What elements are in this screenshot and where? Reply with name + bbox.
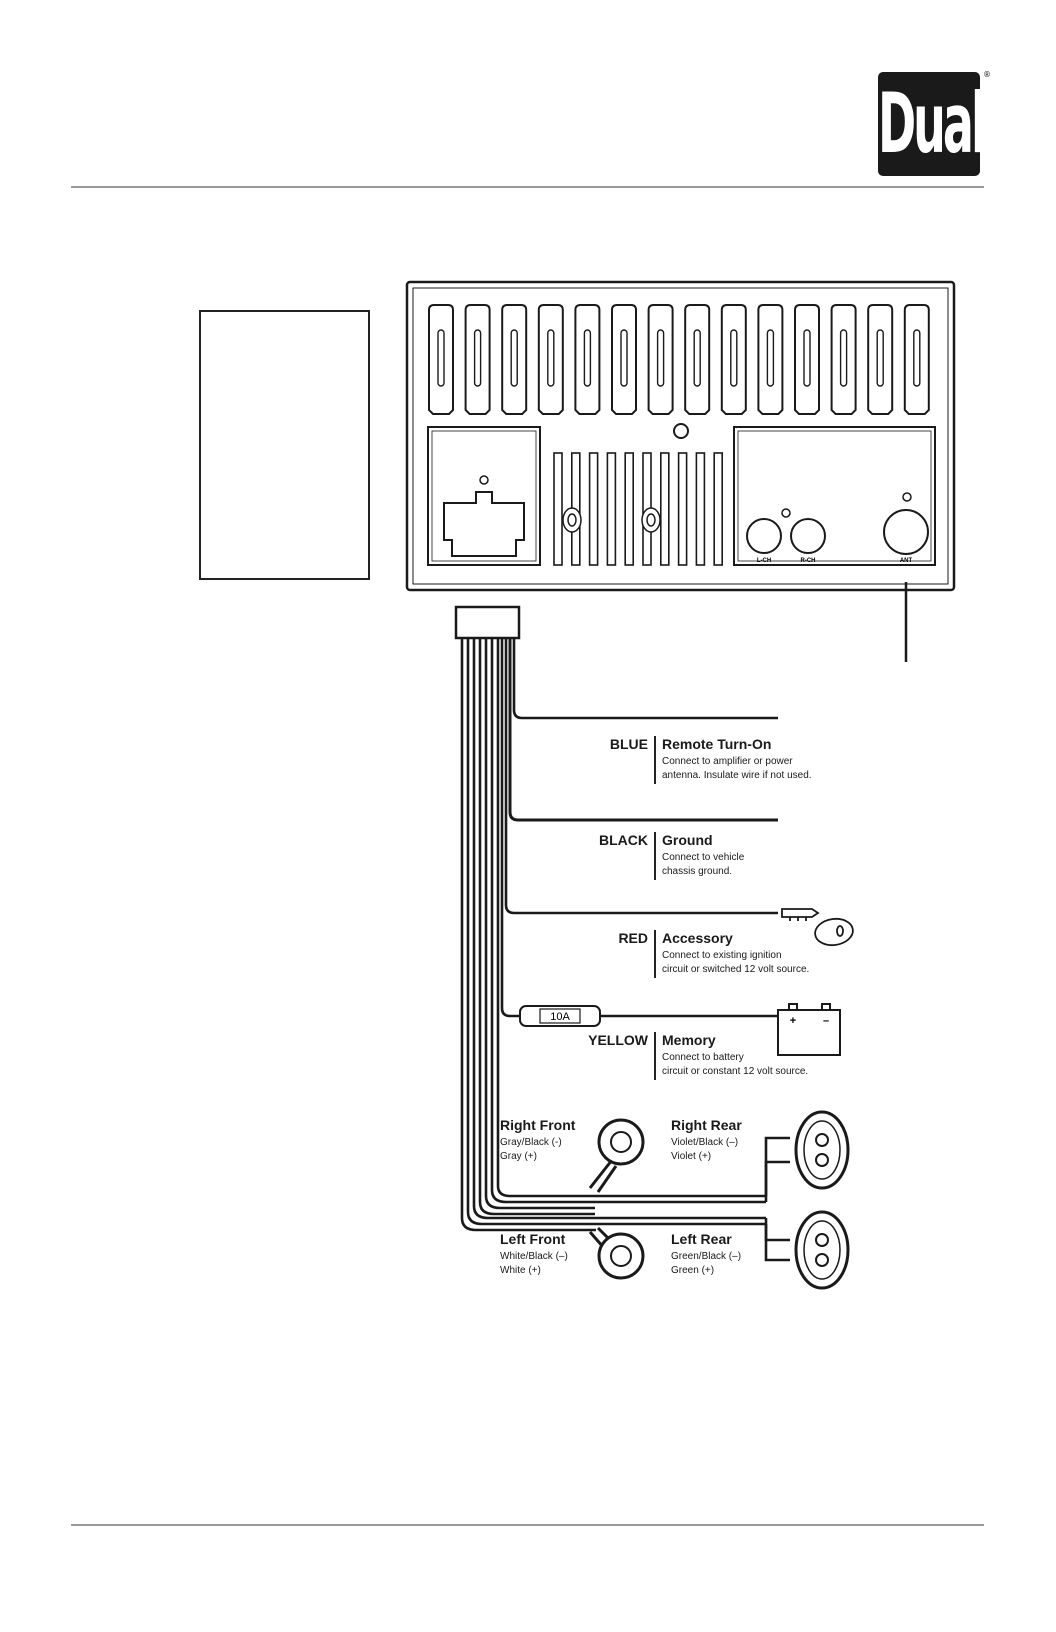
speaker-positive-right-front: Gray (+) [500,1151,537,1162]
antenna-jack-icon [883,509,929,555]
speaker-title-right-front: Right Front [500,1117,576,1133]
wire-desc-remote: Connect to amplifier or power antenna. I… [662,756,812,781]
label-separator [654,832,656,880]
heat-sink-fin [611,304,637,415]
speaker-title-left-rear: Left Rear [671,1231,732,1247]
wire-function-memory: Memory [662,1032,716,1048]
bottom-rule [71,1524,984,1526]
jack-label-rch: R-CH [801,558,816,564]
fuse-icon [519,1005,601,1027]
vent-slat [659,452,670,566]
heat-sink-fin [647,304,674,415]
heat-sink-fin [464,304,491,415]
registered-mark: ® [983,70,991,79]
heat-sink-fin [867,304,894,415]
wire-desc-accessory: Connect to existing ignition circuit or … [662,950,810,975]
jack-label-ant: ANT [900,558,913,564]
fuse-label: 10A [550,1011,570,1023]
wire-color-yellow: YELLOW [588,1032,648,1048]
speaker-positive-left-front: White (+) [500,1265,541,1276]
wire-function-ground: Ground [662,832,713,848]
heat-sink-fin [537,304,564,415]
vent-slat [713,452,724,566]
top-rule [71,186,984,188]
heat-sink-fin [684,304,711,415]
vent-slat [677,452,688,566]
right-rear-speaker-icon [794,1110,850,1190]
battery-plus: + [790,1015,796,1027]
vent-slat [606,452,617,566]
blank-panel [199,310,370,580]
heat-sink-fin [720,304,747,415]
speaker-negative-right-rear: Violet/Black (–) [671,1137,739,1148]
vent-slat [695,452,706,566]
battery-icon [777,1003,841,1056]
left-rear-speaker-icon [794,1210,850,1290]
right-front-speaker-icon [597,1118,645,1166]
speaker-negative-right-front: Gray/Black (-) [500,1137,562,1148]
head-unit-chassis [405,280,956,592]
label-separator [654,736,656,784]
wire-desc-memory: Connect to battery circuit or constant 1… [662,1052,809,1077]
speaker-negative-left-rear: Green/Black (–) [671,1251,742,1262]
wire-color-blue: BLUE [609,736,648,752]
heat-sink-fin [830,304,857,415]
speaker-positive-left-rear: Green (+) [671,1265,715,1276]
wire-color-red: RED [618,930,648,946]
heat-sink-fin [794,304,820,415]
wire-desc-ground: Connect to vehicle chassis ground. [662,852,745,877]
label-separator [654,1032,656,1080]
left-front-speaker-icon [597,1232,645,1280]
wire-harness [460,638,778,1232]
logo-text: Dual [878,74,980,172]
speaker-title-left-front: Left Front [500,1231,566,1247]
heat-sink-fin [757,304,784,415]
heat-sink-fins [428,304,930,415]
jack-label-lch: L-CH [757,558,771,564]
rca-jack-icon [746,518,782,554]
battery-minus: – [823,1015,829,1027]
wire-function-accessory: Accessory [662,930,733,946]
heat-sink-fin [501,304,528,415]
speaker-positive-right-rear: Violet (+) [671,1151,712,1162]
rear-speaker-leads [764,1136,790,1262]
vent-slat [553,452,563,566]
vent-slat [588,452,599,566]
dual-logo: Dual [878,72,980,176]
rca-jack-icon [790,518,826,554]
wire-color-black: BLACK [599,832,648,848]
label-separator [654,930,656,978]
vent-slat [624,452,635,566]
heat-sink-fin [428,304,454,415]
speaker-negative-left-front: White/Black (–) [500,1251,568,1262]
speaker-title-right-rear: Right Rear [671,1117,742,1133]
heat-sink-fin [903,304,930,415]
ignition-key-icon [781,908,854,947]
heat-sink-fin [574,304,601,415]
wire-function-remote: Remote Turn-On [662,736,772,752]
harness-plug [454,605,521,640]
